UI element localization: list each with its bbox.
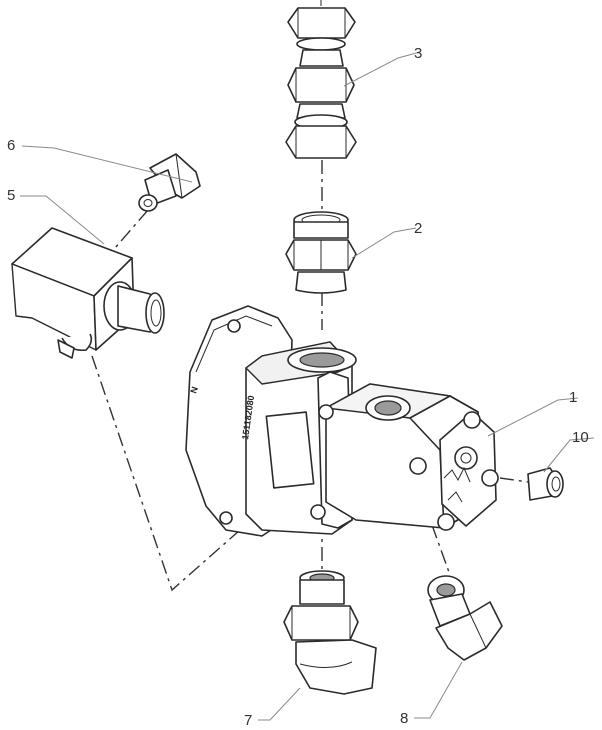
part-3-union-fitting xyxy=(285,0,357,159)
svg-text:N: N xyxy=(188,385,200,394)
callout-5: 5 xyxy=(7,187,15,204)
leader-lines xyxy=(20,51,595,721)
callout-2: 2 xyxy=(414,220,422,237)
part-6-straight-fitting xyxy=(138,153,201,212)
callout-6: 6 xyxy=(7,137,15,154)
part-5-solenoid-block xyxy=(11,227,165,359)
pump-body: N 151182080 xyxy=(185,305,499,537)
callout-7: 7 xyxy=(244,712,252,729)
callout-8: 8 xyxy=(400,710,408,727)
assembly-centerlines xyxy=(91,160,529,592)
part-10-plug-fitting xyxy=(527,467,564,501)
part-8-angled-elbow xyxy=(427,575,503,661)
part-2-adapter-nipple xyxy=(285,211,357,294)
callout-1: 1 xyxy=(569,389,577,406)
callout-10: 10 xyxy=(572,429,589,446)
callout-3: 3 xyxy=(414,45,422,62)
part-7-elbow-fitting xyxy=(283,570,377,695)
callouts: 3 2 6 5 1 10 7 8 xyxy=(7,45,589,729)
